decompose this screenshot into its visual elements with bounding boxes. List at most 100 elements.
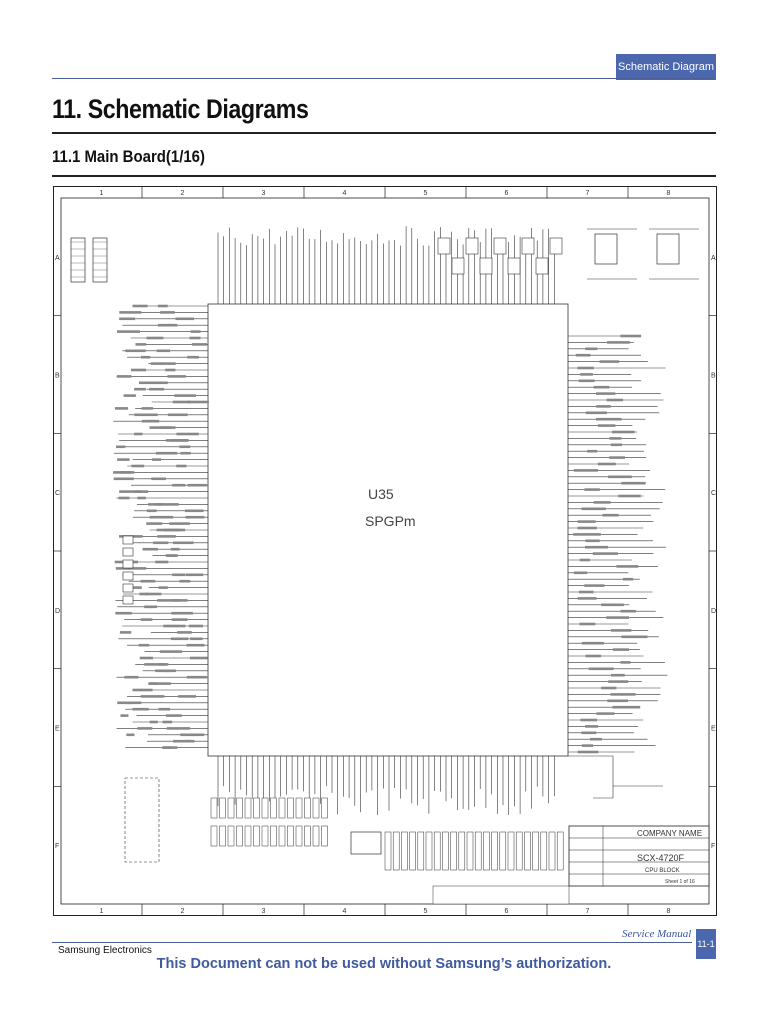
bypass-capacitor bbox=[458, 831, 466, 871]
bypass-capacitor bbox=[450, 831, 457, 871]
net-label bbox=[578, 379, 595, 383]
net-label bbox=[173, 739, 191, 743]
title-block-company: COMPANY NAME bbox=[637, 829, 702, 838]
net-label bbox=[189, 336, 201, 340]
net-label bbox=[141, 407, 154, 410]
net-label bbox=[119, 317, 136, 321]
grid-col-top: 8 bbox=[667, 190, 671, 197]
capacitor bbox=[219, 797, 226, 819]
title-block-block: CPU BLOCK bbox=[645, 868, 680, 874]
grid-row-left: E bbox=[55, 726, 60, 733]
schematic-frame bbox=[53, 186, 717, 916]
net-label bbox=[577, 366, 594, 370]
page-title: 11. Schematic Diagrams bbox=[52, 94, 309, 124]
capacitor bbox=[227, 825, 235, 847]
net-label bbox=[115, 611, 132, 615]
net-label bbox=[148, 419, 158, 423]
bypass-capacitor bbox=[507, 831, 515, 871]
net-label bbox=[126, 586, 142, 589]
bypass-capacitor bbox=[401, 831, 408, 871]
net-label bbox=[597, 462, 616, 466]
net-label bbox=[171, 611, 193, 615]
subtitle-rule bbox=[52, 175, 716, 177]
net-label bbox=[159, 426, 176, 429]
net-label bbox=[186, 739, 195, 743]
capacitor bbox=[210, 797, 218, 819]
revision-box bbox=[432, 885, 570, 905]
resistor-array bbox=[493, 237, 507, 255]
net-label bbox=[139, 656, 154, 660]
net-label bbox=[118, 496, 130, 500]
capacitor bbox=[261, 825, 269, 847]
net-label bbox=[149, 387, 165, 391]
net-label bbox=[165, 439, 188, 442]
net-label bbox=[186, 643, 205, 647]
grid-row-left: F bbox=[55, 843, 59, 850]
net-label bbox=[170, 547, 180, 551]
net-label bbox=[149, 515, 174, 519]
net-label bbox=[173, 541, 194, 545]
net-label bbox=[585, 539, 600, 543]
grid-row-left: A bbox=[55, 255, 60, 262]
main-chip-name: SPGPm bbox=[365, 513, 416, 529]
net-label bbox=[148, 682, 171, 685]
net-label bbox=[148, 682, 158, 685]
capacitor bbox=[312, 825, 320, 847]
net-label bbox=[575, 353, 591, 357]
net-label bbox=[148, 503, 163, 506]
grid-row-right: B bbox=[711, 373, 716, 380]
capacitor bbox=[227, 797, 235, 819]
capacitor bbox=[278, 797, 286, 819]
net-label bbox=[149, 720, 158, 724]
net-label bbox=[597, 424, 616, 427]
net-label bbox=[152, 381, 168, 385]
net-label bbox=[113, 477, 134, 481]
capacitor bbox=[270, 825, 277, 847]
net-label bbox=[184, 509, 204, 513]
grid-row-right: A bbox=[711, 255, 716, 262]
net-label bbox=[596, 712, 615, 715]
net-label bbox=[119, 490, 142, 493]
bypass-capacitor bbox=[540, 831, 548, 871]
net-label bbox=[155, 560, 169, 564]
resistor-array bbox=[521, 237, 535, 255]
capacitor bbox=[236, 825, 243, 847]
net-label bbox=[174, 394, 197, 397]
net-label bbox=[138, 381, 155, 385]
net-label bbox=[125, 349, 146, 353]
net-label bbox=[581, 744, 594, 747]
capacitor bbox=[287, 797, 294, 819]
capacitor bbox=[321, 797, 328, 819]
net-label bbox=[622, 577, 634, 581]
net-label bbox=[179, 445, 191, 449]
connector-block bbox=[92, 237, 108, 283]
net-label bbox=[115, 567, 131, 570]
net-label bbox=[140, 579, 156, 583]
net-label bbox=[585, 347, 598, 351]
net-label bbox=[134, 490, 149, 493]
net-label bbox=[190, 637, 203, 641]
net-label bbox=[175, 317, 195, 321]
crystal-block bbox=[124, 777, 160, 863]
net-label bbox=[172, 483, 186, 487]
connector-pin bbox=[122, 559, 134, 569]
regulator-ic bbox=[594, 233, 618, 265]
capacitor bbox=[295, 825, 303, 847]
net-label bbox=[588, 667, 614, 671]
resistor-array bbox=[451, 257, 465, 275]
net-label bbox=[185, 515, 205, 519]
net-label bbox=[621, 481, 646, 485]
net-label bbox=[116, 375, 132, 378]
net-label bbox=[158, 707, 170, 711]
grid-col-bottom: 5 bbox=[424, 908, 428, 915]
bypass-capacitor bbox=[392, 831, 400, 871]
grid-col-bottom: 6 bbox=[505, 908, 509, 915]
title-block-model: SCX-4720F bbox=[637, 853, 685, 863]
net-label bbox=[114, 407, 129, 410]
resistor-array bbox=[535, 257, 549, 275]
net-label bbox=[159, 650, 170, 653]
net-label bbox=[585, 654, 602, 658]
net-label bbox=[176, 464, 187, 468]
